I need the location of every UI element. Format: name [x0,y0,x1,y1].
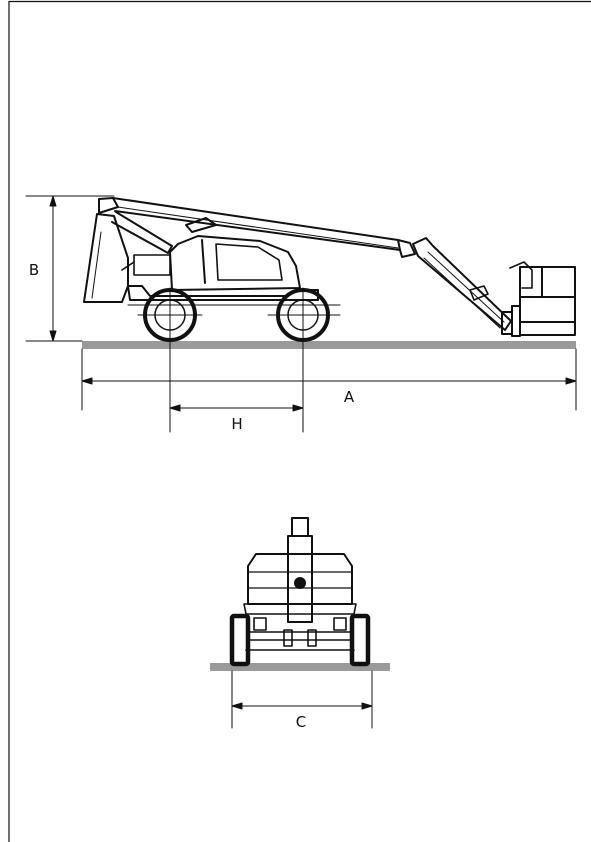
side-view: B A H [25,195,577,433]
side-ground-bar [82,341,576,349]
dimension-h [169,287,304,433]
dimension-c-label: C [296,713,306,731]
dimension-h-label: H [231,415,242,433]
front-view: C [210,517,390,731]
dimension-a-label: A [344,388,355,406]
front-left-wheel [229,613,251,667]
front-pivot-dot [294,577,306,589]
turret-cab [121,217,301,291]
dimension-c [231,670,373,729]
dimension-b [25,195,115,342]
main-boom [98,197,416,258]
platform-basket [501,261,576,337]
front-boom-mast [287,517,313,623]
front-ground-bar [210,663,390,671]
front-right-wheel [349,613,371,667]
dimension-a [81,348,577,411]
dimension-b-label: B [29,261,39,279]
rear-wheel [137,288,203,342]
page-border [8,0,591,842]
front-wheel [267,288,341,342]
jib-arm [412,237,512,331]
front-cab-body [243,553,357,615]
